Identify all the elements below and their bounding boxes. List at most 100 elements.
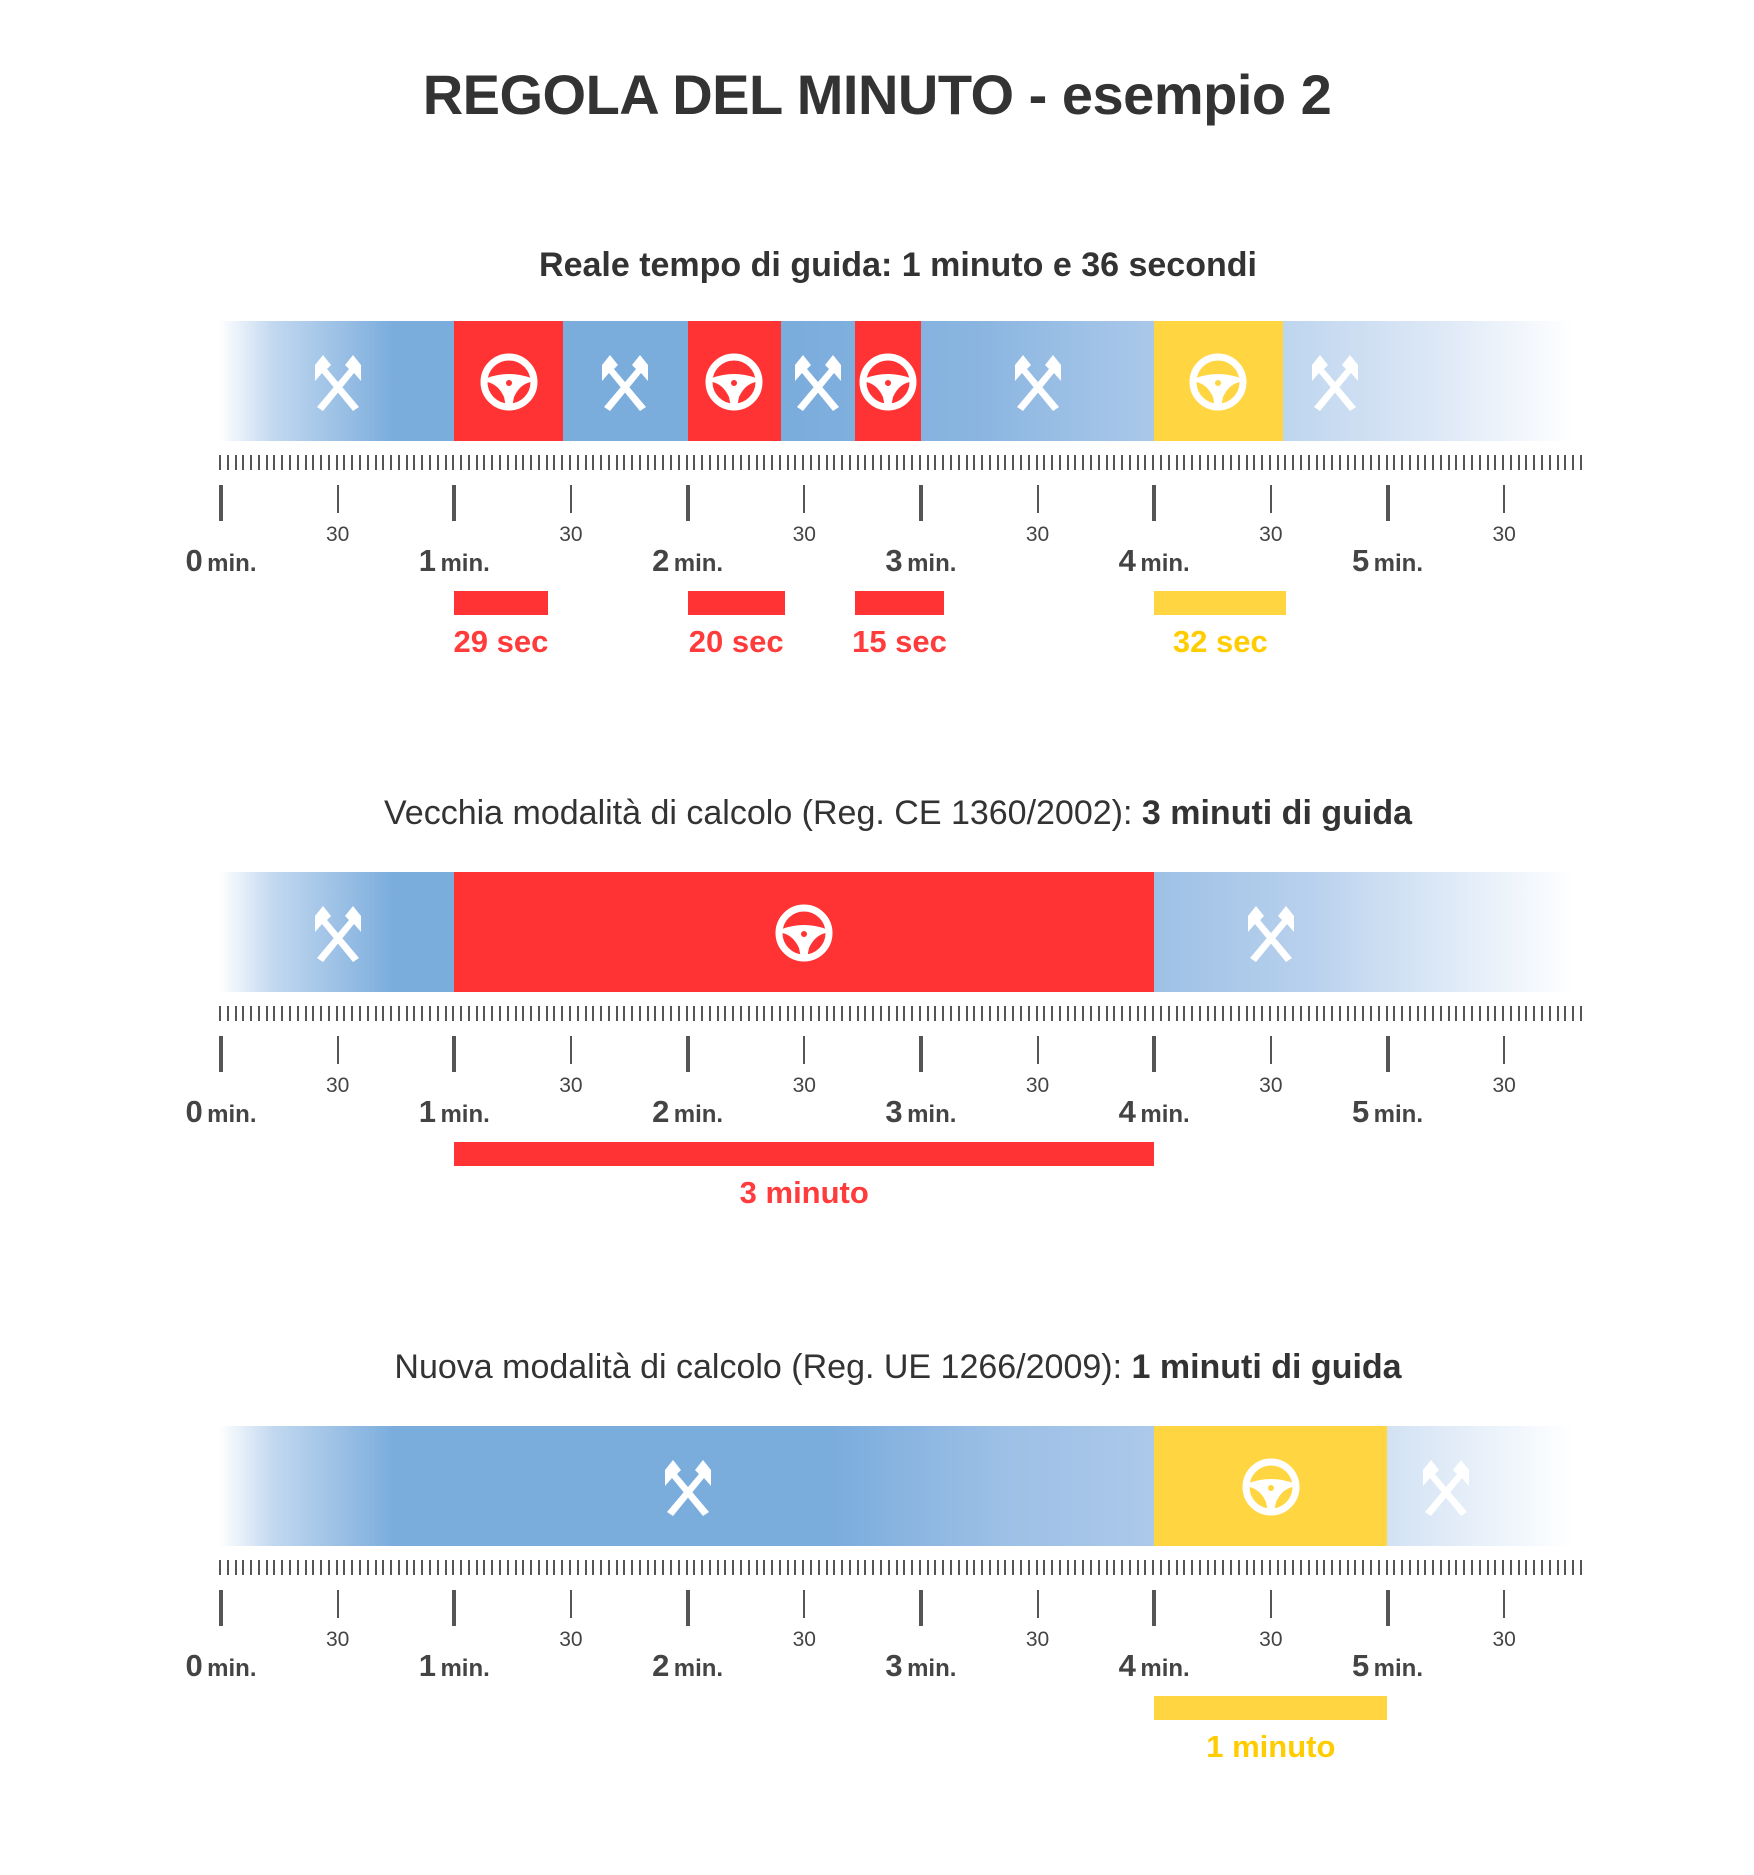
ruler-minor-tick — [1167, 1560, 1170, 1575]
ruler-minor-tick — [436, 455, 439, 470]
ruler-minor-tick — [794, 455, 797, 470]
ruler-minor-tick — [1292, 1560, 1295, 1575]
ruler-minor-tick — [631, 455, 634, 470]
ruler-minor-tick — [1377, 455, 1380, 470]
ruler-minor-tick — [1369, 1560, 1372, 1575]
ruler-minor-tick — [1408, 1006, 1411, 1021]
minute-label: 5 min. — [1328, 543, 1448, 585]
ruler-minor-tick — [950, 1560, 952, 1575]
ruler-minor-tick — [887, 1006, 890, 1021]
ruler-minor-tick — [1455, 1560, 1458, 1575]
ruler-minor-tick — [911, 455, 914, 470]
ruler-minor-tick — [1276, 455, 1279, 470]
ruler-minor-tick — [281, 1006, 284, 1021]
ruler-minor-tick — [537, 1560, 540, 1575]
ruler-minor-tick — [981, 455, 984, 470]
ruler-minor-tick — [988, 1006, 991, 1021]
ruler-minor-tick — [530, 455, 533, 470]
minute-label: 2 min. — [628, 1094, 748, 1136]
ruler-minor-tick — [794, 1006, 797, 1021]
ruler-minor-tick — [988, 1560, 991, 1575]
ruler-minor-tick — [670, 1006, 673, 1021]
minute-suffix: min. — [907, 1101, 957, 1128]
ruler-minor-tick — [1323, 1006, 1326, 1021]
ruler-minor-tick — [1494, 455, 1497, 470]
minute-suffix: min. — [207, 1101, 257, 1128]
ruler-minor-tick — [848, 455, 851, 470]
ruler-minor-tick — [1035, 1560, 1038, 1575]
ruler-minor-tick — [1214, 1006, 1217, 1021]
ruler-minor-tick — [654, 1006, 657, 1021]
minute-number: 4 — [1118, 543, 1136, 578]
ruler-minor-tick — [1159, 1006, 1162, 1021]
ruler-minor-tick — [996, 1006, 999, 1021]
ruler-minor-tick — [755, 455, 758, 470]
steering-wheel-icon — [478, 351, 540, 413]
activity-bar — [219, 321, 1574, 441]
ruler-minor-tick — [257, 455, 260, 470]
ruler-minor-tick — [576, 1006, 579, 1021]
ruler-minor-tick — [638, 1560, 641, 1575]
ruler-minor-tick — [265, 1006, 268, 1021]
ruler-minor-tick — [1517, 1560, 1520, 1575]
ruler-minor-tick — [841, 1006, 844, 1021]
ruler-minor-tick — [825, 1006, 828, 1021]
ruler-minor-tick — [1556, 1560, 1559, 1575]
ruler-minor-tick — [1183, 455, 1186, 470]
ruler-minor-tick — [568, 455, 571, 470]
ruler-minor-tick — [522, 1560, 525, 1575]
ruler-minor-tick — [1167, 455, 1170, 470]
ruler-minor-tick — [1261, 455, 1264, 470]
activity-bar — [219, 872, 1574, 992]
ruler-minor-tick — [1097, 455, 1100, 470]
ruler-minor-tick — [1541, 1560, 1544, 1575]
ruler-minute-tick — [219, 1590, 223, 1626]
ruler-minor-tick — [685, 1560, 688, 1575]
ruler-minor-tick — [312, 1560, 315, 1575]
ruler-minor-tick — [265, 455, 268, 470]
driving-time-label: 3 minuto — [739, 1175, 869, 1210]
half-minute-label: 30 — [1259, 1628, 1283, 1651]
minute-number: 1 — [418, 543, 437, 578]
ruler-minute-tick — [918, 485, 923, 521]
ruler-minor-tick — [1198, 455, 1201, 470]
minute-number: 4 — [1118, 1094, 1136, 1129]
ruler-minor-tick — [654, 455, 657, 470]
ruler-minor-tick — [654, 1560, 657, 1575]
ruler-minor-tick — [646, 1006, 649, 1021]
ruler-minor-tick — [1284, 1560, 1287, 1575]
ruler-minor-tick — [1548, 455, 1551, 470]
ruler-minor-tick — [1439, 455, 1442, 470]
ruler-minor-tick — [1214, 455, 1217, 470]
ruler-minor-tick — [1222, 455, 1225, 470]
ruler-minor-tick — [498, 1560, 501, 1575]
ruler-minor-tick — [607, 1560, 610, 1575]
ruler-half-minute-tick — [803, 1590, 806, 1618]
ruler-minor-tick — [1439, 1006, 1442, 1021]
ruler-minor-tick — [825, 1560, 828, 1575]
ruler-minor-tick — [1121, 1560, 1124, 1575]
minute-label: 1 min. — [394, 543, 514, 585]
minute-suffix: min. — [673, 1655, 724, 1682]
ruler-minor-tick — [1167, 1006, 1170, 1021]
ruler-minor-tick — [506, 1560, 509, 1575]
ruler-minor-tick — [1245, 455, 1248, 470]
ruler-minor-tick — [1105, 455, 1108, 470]
minute-label: 4 min. — [1094, 1648, 1214, 1690]
ruler-minor-tick — [1533, 1560, 1536, 1575]
ruler-minor-tick — [1175, 1560, 1178, 1575]
ruler-minor-tick — [421, 1006, 424, 1021]
ruler-minor-tick — [436, 1006, 439, 1021]
ruler-minor-tick — [693, 1560, 696, 1575]
ruler-minor-tick — [607, 1006, 610, 1021]
driving-time-label: 15 sec — [852, 624, 947, 659]
ruler-minor-tick — [1424, 1006, 1427, 1021]
ruler-minor-tick — [1183, 1560, 1186, 1575]
ruler-minor-tick — [226, 455, 229, 470]
ruler-minor-tick — [1237, 1006, 1240, 1021]
ruler-minor-tick — [1432, 455, 1435, 470]
ruler-minor-tick — [600, 455, 603, 470]
ruler-minor-tick — [1191, 455, 1194, 470]
ruler-minor-tick — [265, 1560, 268, 1575]
ruler-minor-tick — [1502, 1006, 1505, 1021]
